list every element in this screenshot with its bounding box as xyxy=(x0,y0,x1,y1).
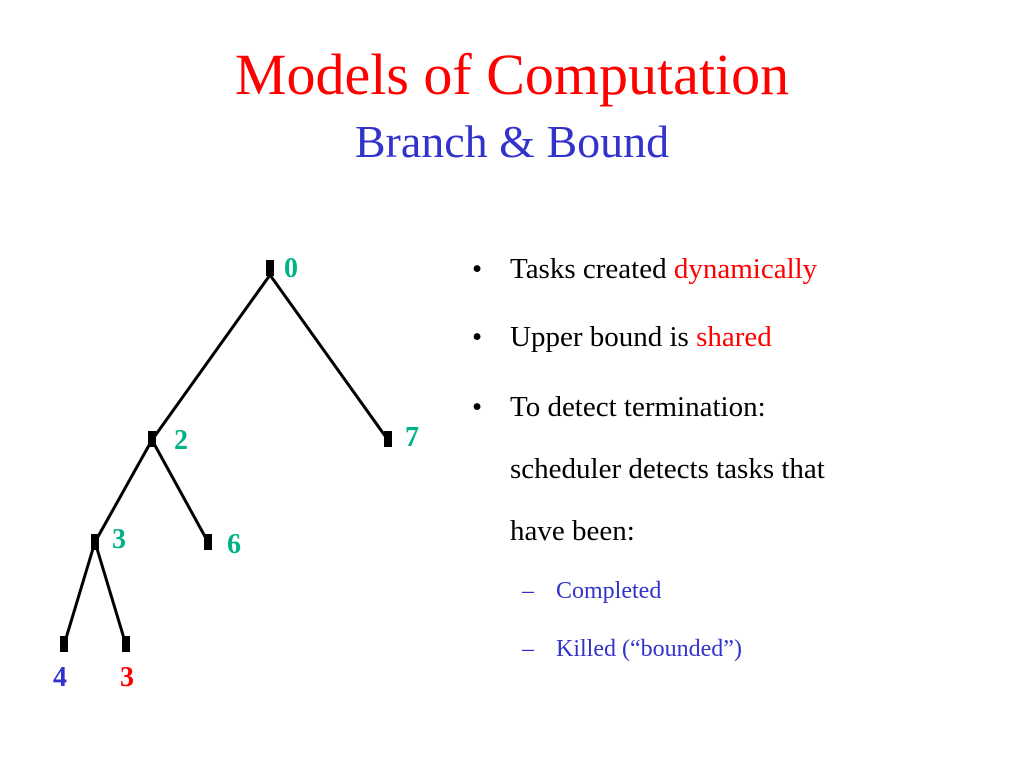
sub-bullet-item: –Completed xyxy=(468,562,1008,620)
tree-node-7 xyxy=(384,431,392,447)
bullet-text-line: scheduler detects tasks that xyxy=(510,453,825,485)
bullet-text-line: have been: xyxy=(510,515,635,547)
bullet-marker: • xyxy=(472,391,483,423)
bullet-text: Upper bound is xyxy=(510,321,697,353)
tree-edge-0-7 xyxy=(268,274,390,441)
bullet-item: • To detect termination: scheduler detects… xyxy=(468,376,1008,562)
tree-node-4 xyxy=(60,636,68,652)
bullet-highlight: dynamically xyxy=(673,253,818,285)
tree-edge-2-3 xyxy=(93,439,154,543)
bullet-text-line: To detect termination: xyxy=(510,391,766,423)
node-label-6: 6 xyxy=(227,529,241,560)
slide-subtitle: Branch & Bound xyxy=(354,116,670,167)
tree-node-3 xyxy=(91,534,99,550)
sub-bullet-text: Killed (“bounded”) xyxy=(556,636,742,662)
sub-bullet-item: –Killed (“bounded”) xyxy=(468,620,1008,678)
bullet-text: Tasks created xyxy=(510,253,674,285)
tree-edges xyxy=(62,274,390,646)
node-label-7: 7 xyxy=(405,422,419,453)
node-label-2: 2 xyxy=(174,425,188,456)
sub-bullet-text: Completed xyxy=(556,578,662,604)
tree-labels: 0 2 7 3 6 4 3 xyxy=(53,253,419,693)
tree-edge-2-6 xyxy=(150,439,210,543)
bullet-highlight: shared xyxy=(696,321,772,353)
node-label-3b: 3 xyxy=(120,662,134,693)
tree-node-0 xyxy=(266,260,274,276)
node-label-3: 3 xyxy=(112,524,126,555)
bullet-marker: • xyxy=(472,321,483,353)
bullet-item: • Upper bound is shared xyxy=(468,306,1008,368)
tree-node-3b xyxy=(122,636,130,652)
sub-bullet-marker: – xyxy=(522,636,534,662)
tree-edge-3-3b xyxy=(93,541,128,646)
node-label-0: 0 xyxy=(284,253,298,284)
tree-nodes xyxy=(60,260,392,652)
bullet-marker: • xyxy=(472,253,483,285)
bullet-list: • Tasks created dynamically • Upper bound … xyxy=(468,238,1008,678)
tree-node-6 xyxy=(204,534,212,550)
tree-edge-3-4 xyxy=(62,541,97,646)
bullet-item: • Tasks created dynamically xyxy=(468,238,1008,300)
sub-bullet-marker: – xyxy=(522,578,534,604)
tree-node-2 xyxy=(148,431,156,447)
slide-title: Models of Computation xyxy=(234,42,790,107)
tree-edge-0-2 xyxy=(150,274,272,441)
node-label-4: 4 xyxy=(53,662,67,693)
